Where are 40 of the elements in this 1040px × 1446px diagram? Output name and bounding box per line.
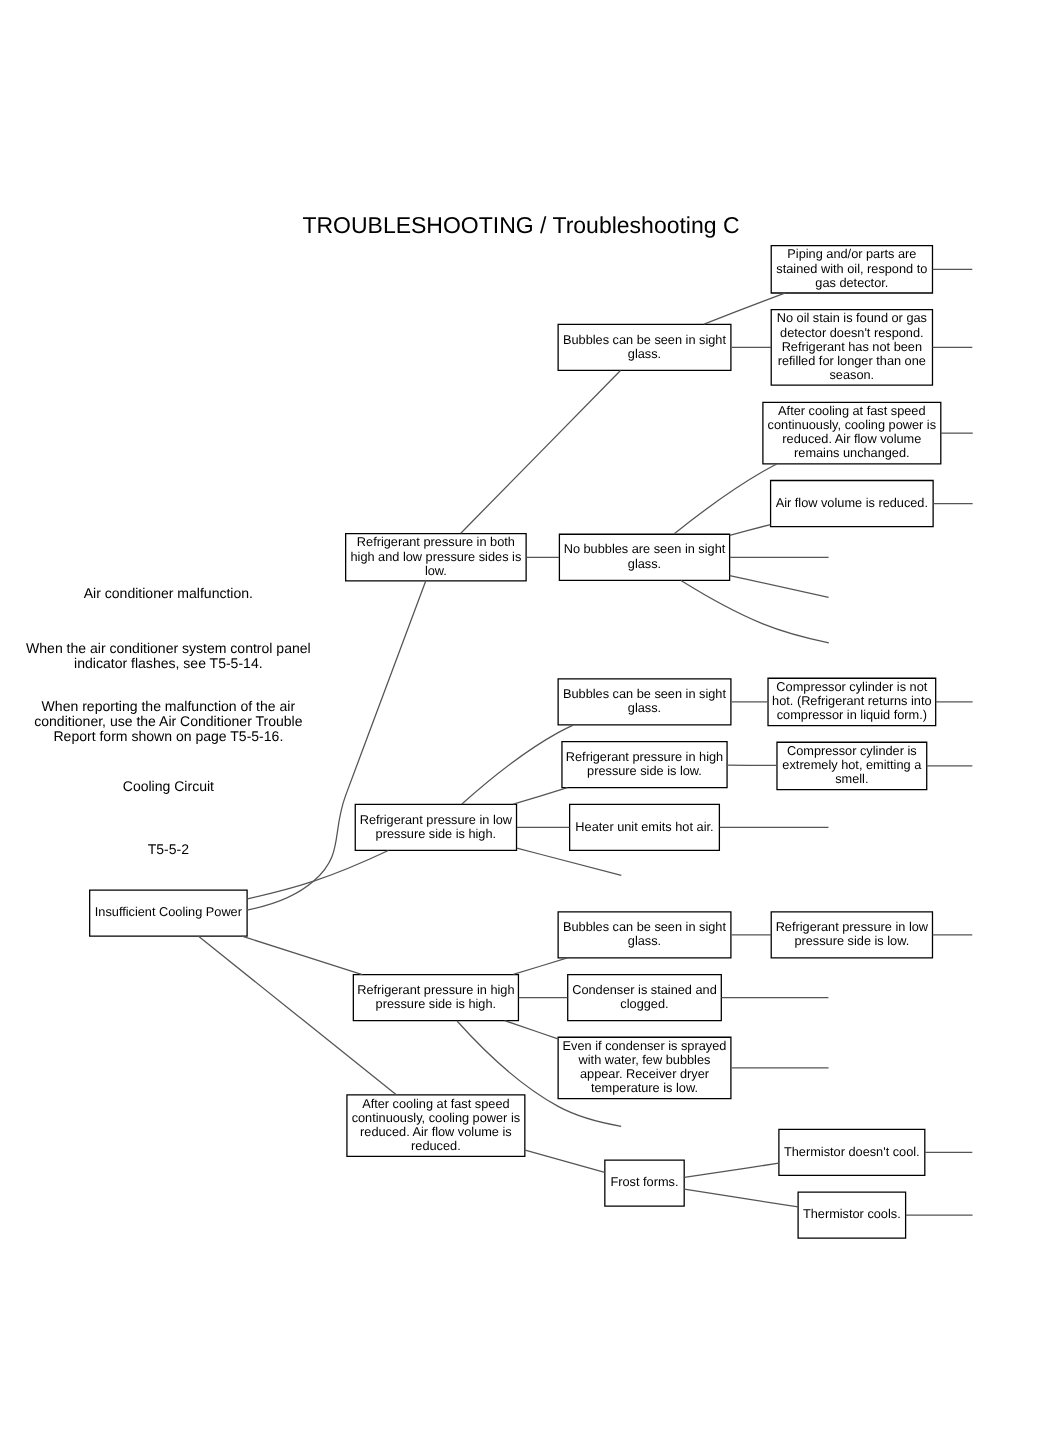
connector (718, 825, 829, 827)
connector (925, 764, 972, 766)
diagram-title: TROUBLESHOOTING / Troubleshooting C (301, 214, 739, 239)
connector (904, 1213, 973, 1215)
connector (930, 345, 972, 348)
connector (725, 763, 777, 766)
connector (515, 825, 570, 827)
connector (460, 723, 573, 804)
connector (679, 578, 829, 643)
connector (729, 1066, 829, 1068)
connector (930, 933, 972, 935)
connector (728, 522, 771, 535)
connector (240, 934, 362, 975)
connector (511, 956, 568, 975)
connector (196, 934, 396, 1095)
connector (729, 933, 771, 935)
connector (455, 1019, 621, 1126)
connector (934, 700, 973, 702)
connector (923, 1150, 972, 1153)
connector (523, 1148, 605, 1173)
connector (524, 555, 559, 557)
connector (728, 574, 829, 597)
connector (728, 555, 829, 557)
connector (729, 345, 771, 348)
connector (719, 995, 829, 998)
connector (939, 431, 973, 433)
connector (503, 1019, 558, 1039)
connector (245, 848, 388, 899)
connector (459, 368, 621, 533)
connector (702, 291, 785, 324)
connector (931, 501, 973, 504)
connector (729, 700, 768, 702)
connector (515, 846, 621, 876)
connector (511, 786, 568, 804)
connector (930, 267, 972, 269)
connector (682, 1187, 798, 1207)
connector (516, 995, 568, 998)
connector (245, 579, 426, 910)
connector (672, 462, 777, 534)
connector (682, 1161, 779, 1178)
